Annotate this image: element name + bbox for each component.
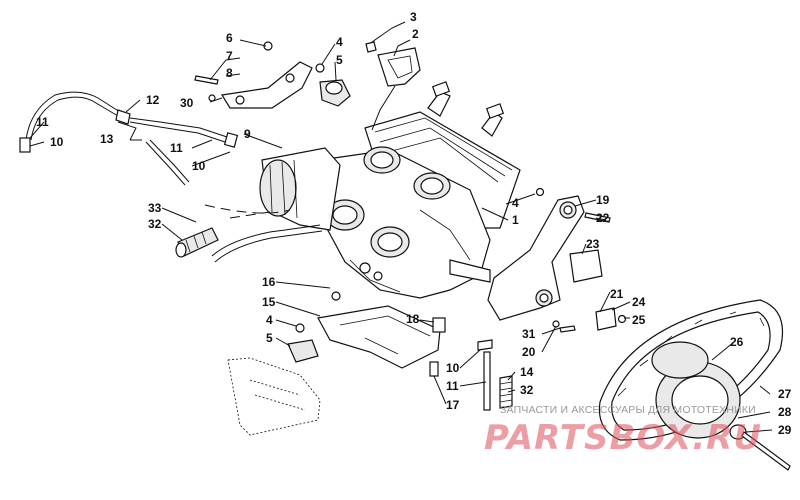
callout-10-mid: 10 [192, 159, 206, 173]
callout-28: 28 [778, 405, 792, 419]
lower-engine-mount [287, 291, 513, 411]
callout-11-top: 11 [36, 115, 49, 129]
watermark-logo: PARTSBOX.RU [484, 418, 762, 458]
drive-clutch-and-belt [598, 299, 791, 471]
top-engine-mount [315, 63, 351, 107]
pull-handle [365, 41, 421, 131]
callout-21: 21 [610, 287, 624, 301]
callout-11-bottom: 11 [446, 379, 459, 393]
callout-18: 18 [406, 312, 420, 326]
callout-23: 23 [586, 237, 600, 251]
callout-7: 7 [226, 49, 233, 63]
frame-sketch [227, 357, 321, 436]
callout-6: 6 [226, 31, 233, 45]
callout-33: 33 [148, 201, 162, 215]
callout-11-mid: 11 [170, 141, 183, 155]
callout-31: 31 [522, 327, 536, 341]
callout-13: 13 [100, 132, 114, 146]
callout-32: 32 [148, 217, 162, 231]
callout-4-right: 4 [512, 196, 519, 210]
callout-29: 29 [778, 423, 792, 437]
callout-4: 4 [336, 35, 343, 49]
callout-27: 27 [778, 387, 792, 401]
callout-9: 9 [244, 127, 251, 141]
callout-5-left: 5 [266, 331, 273, 345]
callout-10-bottom: 10 [446, 361, 460, 375]
upper-mount-bracket [194, 41, 313, 109]
callout-3: 3 [410, 10, 417, 24]
fuel-lines [19, 91, 323, 263]
callout-16: 16 [262, 275, 276, 289]
callout-1: 1 [512, 213, 519, 227]
callout-22: 22 [596, 211, 610, 225]
callout-14: 14 [520, 365, 534, 379]
callout-20: 20 [522, 345, 536, 359]
leader-lines [29, 21, 773, 433]
callout-5: 5 [336, 53, 343, 67]
callout-4-left: 4 [266, 313, 273, 327]
callout-8: 8 [226, 66, 233, 80]
engine-assembly [259, 81, 521, 299]
callout-2: 2 [412, 27, 419, 41]
callout-19: 19 [596, 193, 610, 207]
callout-10-top: 10 [50, 135, 64, 149]
callout-26: 26 [730, 335, 744, 349]
watermark-caption: ЗАПЧАСТИ И АКСЕССУАРЫ ДЛЯ МОТОТЕХНИКИ [500, 404, 756, 416]
callout-12: 12 [146, 93, 160, 107]
callout-15: 15 [262, 295, 276, 309]
callout-30: 30 [180, 96, 194, 110]
coupler-hoses [175, 227, 219, 258]
callout-labels: 3 2 6 4 7 5 8 12 30 11 9 13 10 11 10 19 … [36, 10, 792, 437]
callout-25: 25 [632, 313, 646, 327]
callout-17: 17 [446, 398, 460, 412]
callout-24: 24 [632, 295, 646, 309]
callout-32-bottom: 32 [520, 383, 534, 397]
